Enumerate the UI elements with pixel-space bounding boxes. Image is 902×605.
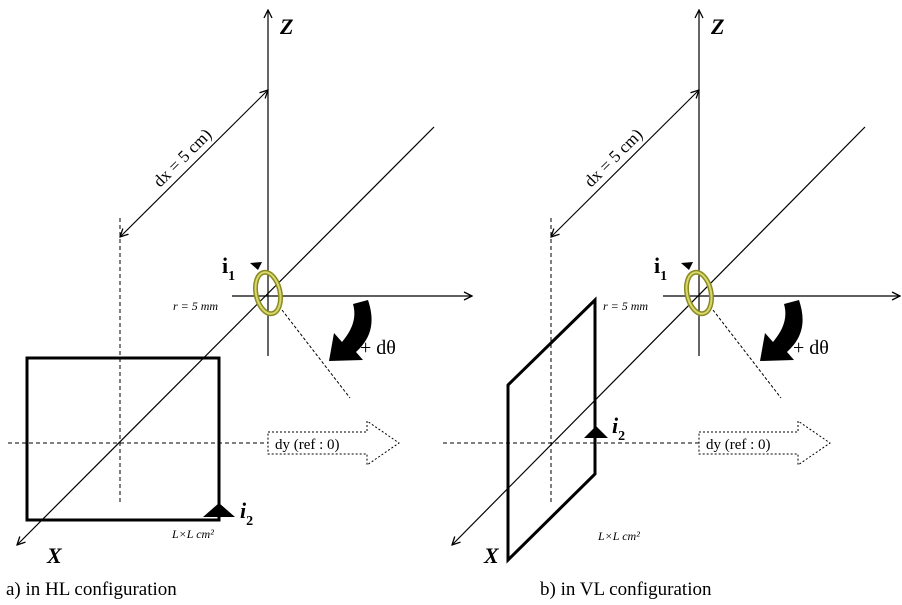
panel-hl: Z X dx = 5 cm) i2 L×L cm² i1 r = 5 mm [6,10,472,600]
triangle-marker-icon [203,503,235,517]
hollow-arrow-icon [698,420,831,466]
current-2-label: i2 [612,413,625,444]
dx-label: dx = 5 cm) [149,125,215,191]
radius-label: r = 5 mm [603,299,648,313]
x-axis-label: X [46,543,63,568]
current-1-label: i1 [654,253,667,284]
z-axis-label: Z [710,14,724,39]
square-loop [25,356,221,522]
caption-hl: a) in HL configuration [6,579,177,600]
curved-arrow-icon [760,300,803,361]
curved-arrow-icon [329,300,372,361]
area-label: L×L cm² [597,529,640,543]
dx-label: dx = 5 cm) [580,125,646,191]
rotation-label: + dθ [793,337,829,359]
current-1-label: i1 [222,253,235,284]
hollow-arrow-icon [267,420,400,466]
small-ring-inner [254,271,282,315]
x-axis [452,126,866,545]
dy-label: dy (ref : 0) [275,437,340,453]
rotation-reference-line [281,309,351,399]
radius-label: r = 5 mm [173,299,218,313]
z-axis-label: Z [279,14,293,39]
dx-dimension-line [551,90,699,237]
ring-arrow-icon [250,262,262,270]
caption-vl: b) in VL configuration [540,579,712,600]
triangle-marker-icon [584,426,608,438]
current-2-label: i2 [240,498,253,529]
vertical-loop [506,296,597,564]
x-axis [17,126,435,545]
ring-arrow-icon [681,262,693,270]
area-label: L×L cm² [171,527,214,541]
rotation-reference-line [712,309,782,399]
rotation-label: + dθ [360,337,396,359]
dx-dimension-line [120,90,268,237]
x-axis-label: X [483,543,500,568]
panel-vl: Z X dx = 5 cm) i2 L×L cm² i1 r = 5 mm [443,10,900,600]
small-ring-inner [685,271,713,315]
dy-label: dy (ref : 0) [706,437,771,453]
